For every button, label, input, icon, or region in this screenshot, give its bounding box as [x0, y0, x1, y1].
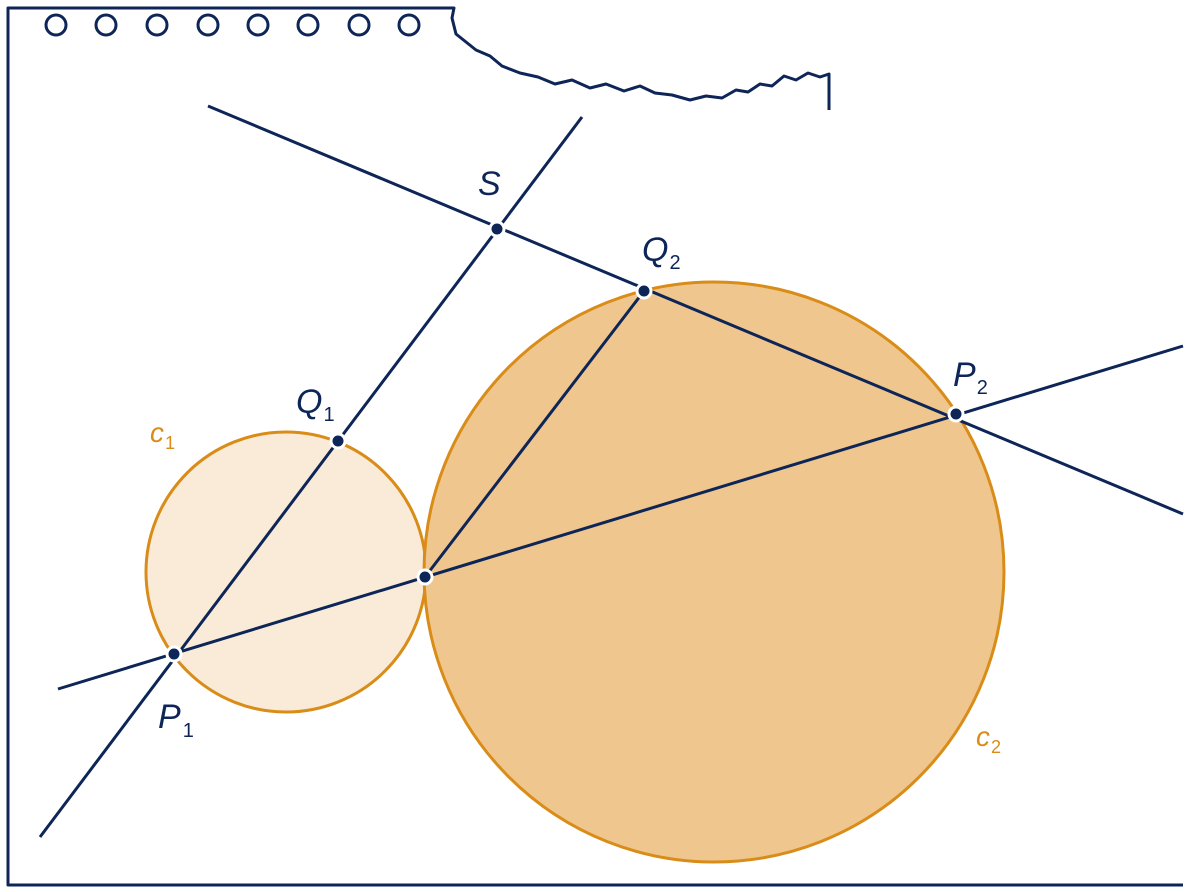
line-p1-s	[38, 116, 584, 838]
spiral-ring	[196, 13, 220, 37]
label-c2-index: 2	[991, 737, 1001, 757]
point-s	[488, 220, 506, 238]
point-p1	[165, 645, 183, 663]
line-p1-p2	[57, 344, 1184, 691]
circle-c2	[422, 280, 1006, 864]
line-s-p2	[207, 104, 1184, 516]
label-p1-index: 1	[183, 720, 194, 742]
point-q1	[329, 432, 347, 450]
points	[165, 220, 965, 663]
label-p2-index: 2	[977, 377, 988, 399]
spiral-ring	[296, 13, 320, 37]
label-c1-letter: c	[150, 417, 164, 448]
label-q1-letter: Q	[296, 383, 322, 421]
point-p2	[947, 405, 965, 423]
label-q2: Q2	[642, 231, 681, 274]
label-q1-index: 1	[323, 404, 334, 426]
point-tangent	[416, 568, 434, 586]
label-s-letter: S	[478, 165, 501, 203]
label-q2-letter: Q	[642, 231, 668, 269]
label-q1: Q1	[296, 383, 335, 426]
label-s: S	[478, 165, 501, 203]
spiral-ring	[397, 13, 421, 37]
spiral-ring	[347, 13, 371, 37]
spiral-ring	[44, 13, 68, 37]
spiral-ring	[145, 13, 169, 37]
spiral-ring	[94, 13, 118, 37]
label-c2-letter: c	[976, 721, 990, 752]
notebook-paper-frame	[6, 6, 1183, 887]
label-c1-index: 1	[165, 433, 175, 453]
label-c2: c2	[976, 721, 1001, 757]
label-p2-letter: P	[953, 356, 976, 394]
label-p2: P2	[953, 356, 988, 399]
circle-c1	[144, 430, 428, 714]
point-q2	[635, 282, 653, 300]
paper-outline	[6, 6, 1183, 887]
label-p1-letter: P	[158, 698, 181, 736]
segment-t-q2	[423, 290, 646, 578]
spiral-rings	[44, 13, 421, 37]
label-q2-index: 2	[669, 252, 680, 274]
construction-lines	[38, 104, 1184, 838]
spiral-ring	[246, 13, 270, 37]
label-c1: c1	[150, 417, 175, 453]
